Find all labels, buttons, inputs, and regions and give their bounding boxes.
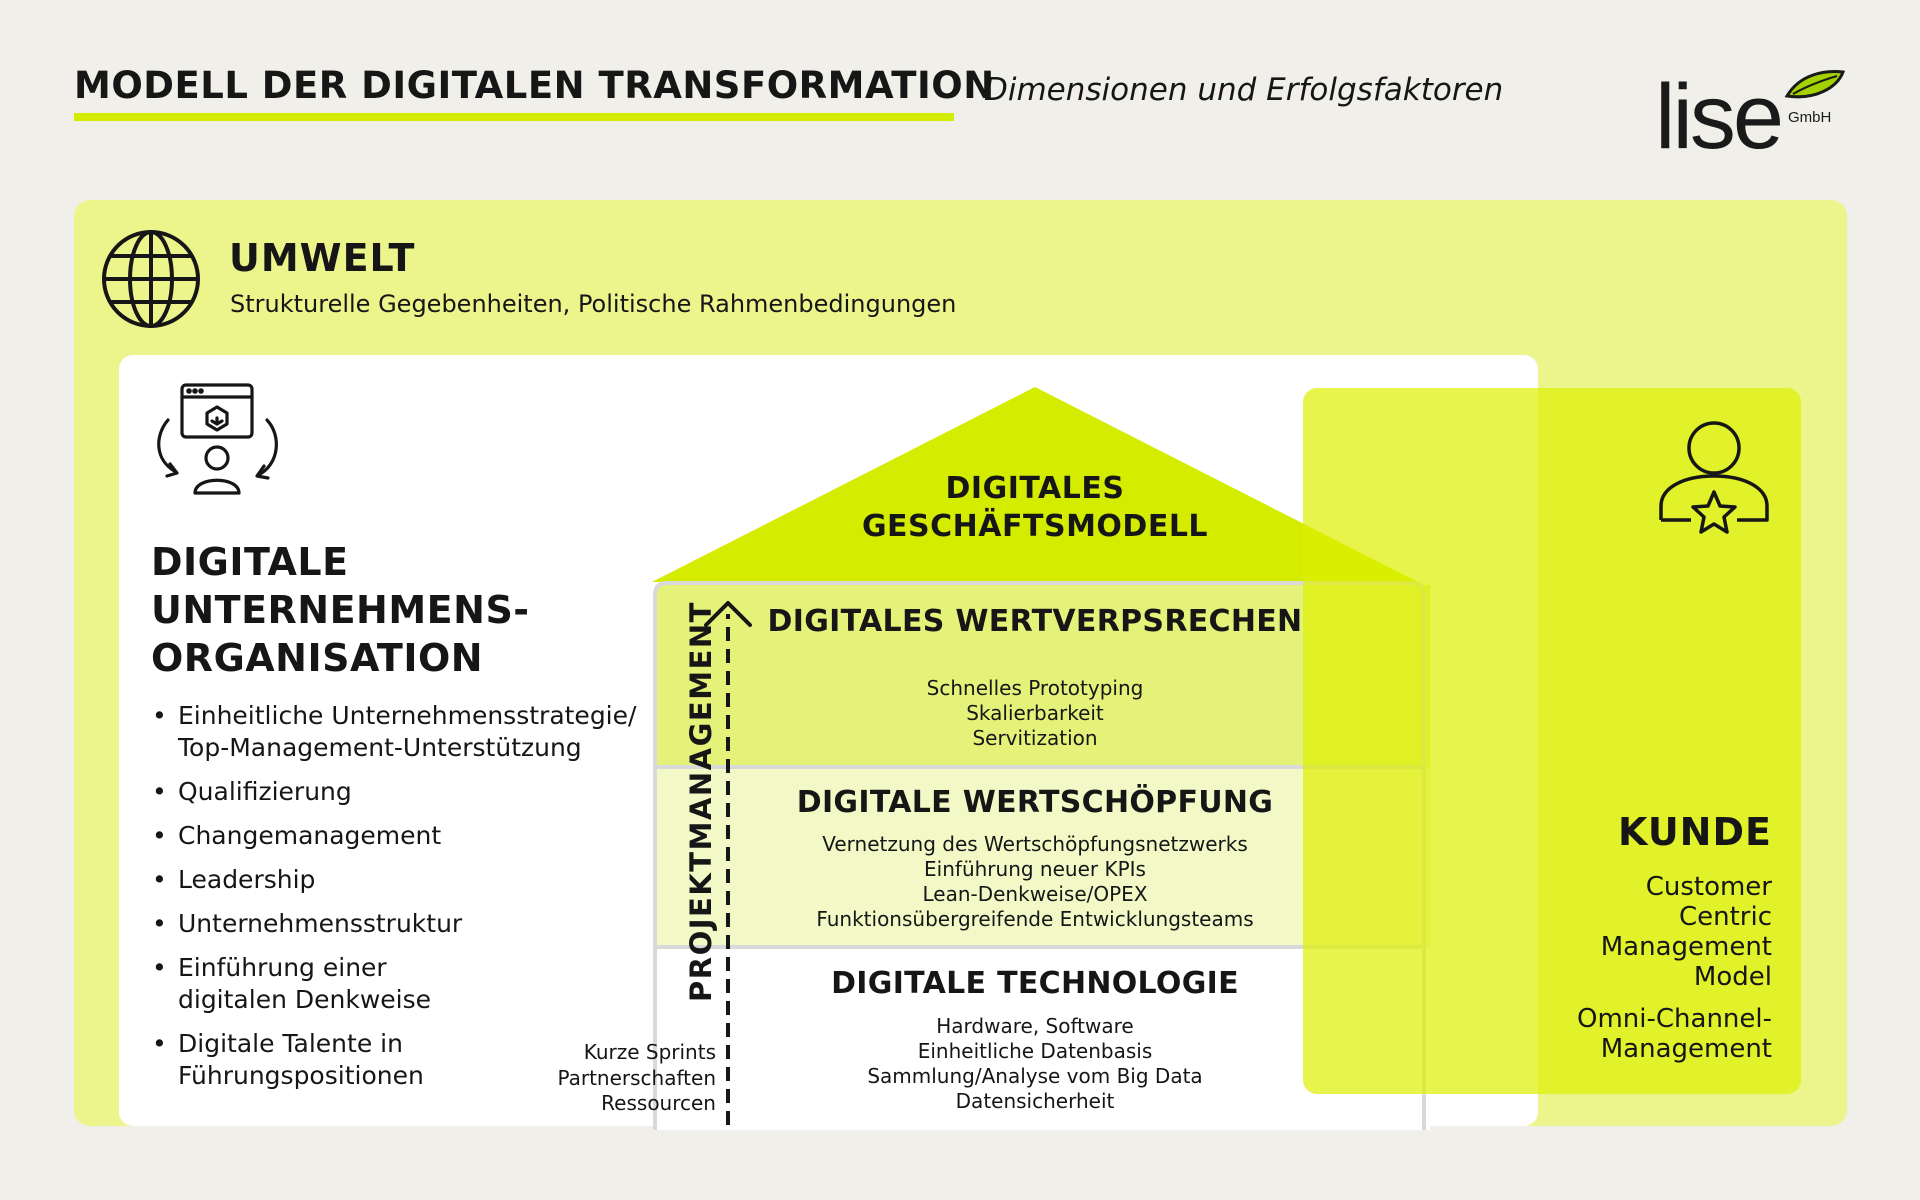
band-title-value-proposition: DIGITALES WERTVERPSRECHEN bbox=[767, 604, 1303, 639]
list-item: Changemanagement bbox=[150, 820, 636, 852]
band-item: Lean-Denkweise/OPEX bbox=[922, 882, 1148, 906]
band-item: Einheitliche Datenbasis bbox=[917, 1039, 1153, 1063]
list-item: Leadership bbox=[150, 864, 636, 896]
band-item: Vernetzung des Wertschöpfungsnetzwerks bbox=[822, 832, 1248, 856]
list-item-line: Leadership bbox=[178, 865, 316, 894]
kunde-line: Omni-Channel- bbox=[1577, 1004, 1772, 1034]
list-item: Einheitliche Unternehmensstrategie/ Top-… bbox=[150, 700, 636, 764]
roof-title-line: GESCHÄFTSMODELL bbox=[861, 509, 1209, 544]
projektmanagement-items: Kurze Sprints Partnerschaften Ressourcen bbox=[500, 1040, 716, 1117]
house-diagram bbox=[652, 387, 1430, 1130]
kunde-line: Management bbox=[1600, 1034, 1772, 1064]
band-item: Einführung neuer KPIs bbox=[924, 857, 1146, 881]
customer-star-icon bbox=[1659, 421, 1769, 534]
kunde-text-2: Omni-Channel- Management bbox=[1552, 1004, 1772, 1064]
title-underline bbox=[74, 113, 954, 121]
band-title-technology: DIGITALE TECHNOLOGIE bbox=[831, 966, 1239, 1001]
umwelt-description: Strukturelle Gegebenheiten, Politische R… bbox=[230, 290, 957, 318]
kunde-line: Customer bbox=[1645, 872, 1772, 902]
band-title-value-creation: DIGITALE WERTSCHÖPFUNG bbox=[796, 785, 1274, 820]
arrow-head-icon bbox=[704, 601, 752, 627]
pm-item: Kurze Sprints bbox=[583, 1040, 716, 1064]
band-item: Schnelles Prototyping bbox=[926, 676, 1144, 700]
list-item: Digitale Talente in Führungspositionen bbox=[150, 1028, 636, 1092]
organisation-title-line: DIGITALE bbox=[151, 540, 349, 584]
page-subtitle: Dimensionen und Erfolgsfaktoren bbox=[984, 72, 1504, 108]
band-value-creation bbox=[655, 767, 1430, 947]
leaf-icon bbox=[1784, 70, 1845, 99]
kunde-line: Centric bbox=[1678, 902, 1772, 932]
band-items-value-creation: Vernetzung des Wertschöpfungsnetzwerks E… bbox=[705, 832, 1365, 932]
digital-organisation-icon bbox=[157, 383, 278, 495]
list-item-line: Top-Management-Unterstützung bbox=[178, 733, 582, 762]
band-item: Sammlung/Analyse vom Big Data bbox=[867, 1064, 1203, 1088]
list-item-line: Changemanagement bbox=[178, 821, 442, 850]
organisation-title-line: ORGANISATION bbox=[151, 636, 484, 680]
kunde-line: Management bbox=[1600, 932, 1772, 962]
kunde-text-1: Customer Centric Management Model bbox=[1552, 872, 1772, 992]
band-items-value-proposition: Schnelles Prototyping Skalierbarkeit Ser… bbox=[705, 676, 1365, 751]
house-roof bbox=[652, 387, 1418, 582]
list-item-line: Einführung einer bbox=[178, 953, 387, 982]
lise-logo: lise GmbH bbox=[1655, 66, 1845, 156]
kunde-title: KUNDE bbox=[1618, 810, 1772, 854]
logo-suffix: GmbH bbox=[1788, 109, 1831, 126]
band-item: Funktionsübergreifende Entwicklungsteams bbox=[816, 907, 1254, 931]
organisation-title-line: UNTERNEHMENS- bbox=[151, 588, 530, 632]
roof-title-line: DIGITALES bbox=[945, 471, 1125, 506]
roof-title: DIGITALES GESCHÄFTSMODELL bbox=[805, 470, 1265, 546]
umwelt-title: UMWELT bbox=[229, 236, 416, 280]
list-item: Unternehmensstruktur bbox=[150, 908, 636, 940]
kunde-line: Model bbox=[1693, 962, 1772, 992]
band-value-proposition bbox=[655, 585, 1430, 767]
band-item: Skalierbarkeit bbox=[966, 701, 1104, 725]
pm-item: Partnerschaften bbox=[557, 1065, 716, 1090]
organisation-title: DIGITALE UNTERNEHMENS- ORGANISATION bbox=[151, 538, 530, 682]
list-item: Einführung einer digitalen Denkweise bbox=[150, 952, 636, 1016]
page-title: MODELL DER DIGITALEN TRANSFORMATION bbox=[74, 64, 995, 107]
list-item-line: Einheitliche Unternehmensstrategie/ bbox=[178, 701, 637, 730]
list-item-line: Qualifizierung bbox=[178, 777, 352, 806]
list-item: Qualifizierung bbox=[150, 776, 636, 808]
list-item-line: digitalen Denkweise bbox=[178, 985, 432, 1014]
band-technology bbox=[655, 947, 1430, 1130]
globe-icon bbox=[102, 230, 200, 328]
pm-item: Ressourcen bbox=[601, 1091, 716, 1115]
band-item: Servitization bbox=[972, 726, 1098, 750]
organisation-list: Einheitliche Unternehmensstrategie/ Top-… bbox=[150, 700, 636, 1104]
projektmanagement-label: PROJEKTMANAGEMENT bbox=[684, 601, 718, 1002]
list-item-line: Unternehmensstruktur bbox=[178, 909, 463, 938]
list-item-line: Digitale Talente in bbox=[178, 1029, 403, 1058]
band-items-technology: Hardware, Software Einheitliche Datenbas… bbox=[705, 1014, 1365, 1114]
list-item-line: Führungspositionen bbox=[178, 1061, 424, 1090]
logo-wordmark: lise bbox=[1655, 66, 1781, 156]
band-item: Datensicherheit bbox=[955, 1089, 1115, 1113]
band-item: Hardware, Software bbox=[936, 1014, 1134, 1038]
